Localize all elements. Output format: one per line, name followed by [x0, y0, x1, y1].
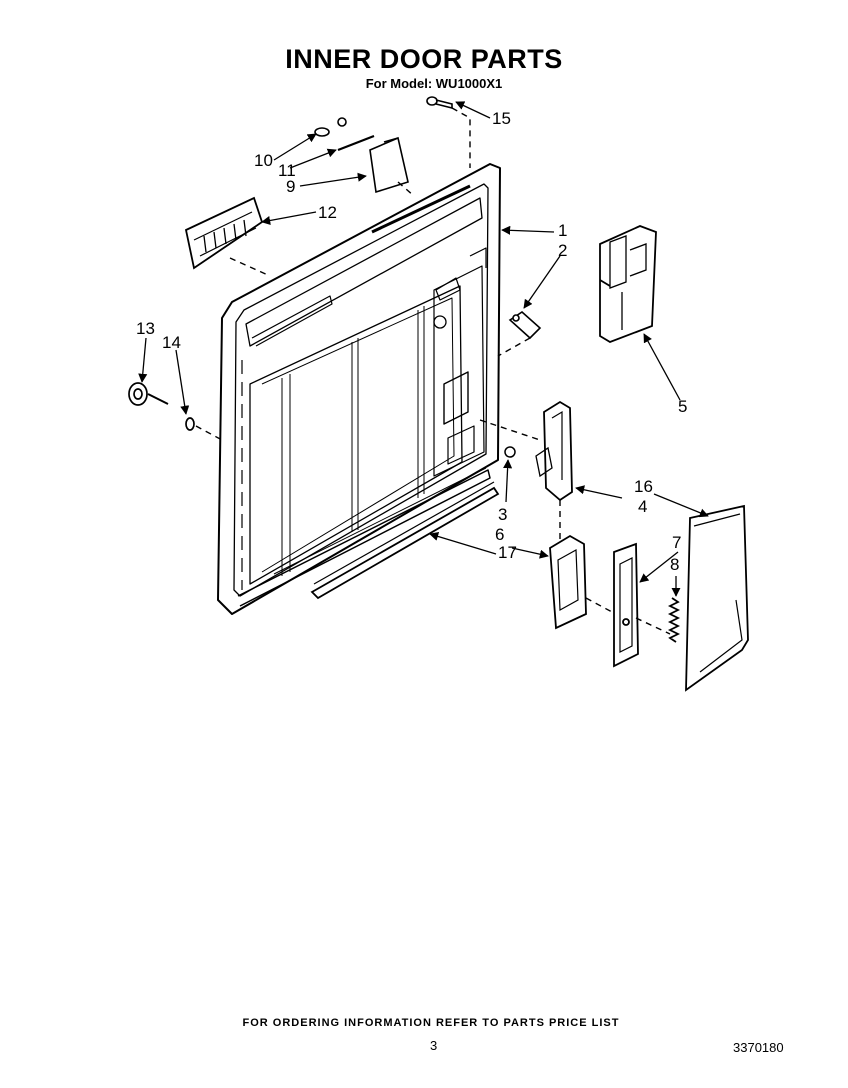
leader-lines — [138, 101, 709, 597]
callout-8: 8 — [670, 555, 679, 574]
small-hardware-cluster — [314, 117, 409, 194]
hinge-screw — [504, 446, 516, 458]
page-title: INNER DOOR PARTS — [285, 44, 563, 74]
screw-part — [426, 96, 453, 110]
inner-door-panel — [217, 163, 501, 615]
vent-cover — [184, 196, 264, 270]
callout-5: 5 — [678, 397, 687, 416]
callout-17: 17 — [498, 543, 517, 562]
lower-bracket — [549, 534, 587, 630]
spring — [667, 597, 681, 643]
callout-9: 9 — [286, 177, 295, 196]
connection-lines — [195, 107, 671, 635]
callout-7: 7 — [672, 533, 681, 552]
model-subtitle: For Model: WU1000X1 — [365, 76, 503, 91]
dispenser-module — [599, 225, 657, 343]
callout-13: 13 — [136, 319, 155, 338]
callout-15: 15 — [492, 109, 511, 128]
callout-labels: 1 2 3 4 5 6 7 8 9 10 11 12 13 14 15 16 1… — [136, 109, 687, 574]
slide-plate — [613, 542, 639, 668]
callout-12: 12 — [318, 203, 337, 222]
callout-3: 3 — [498, 505, 507, 524]
callout-1: 1 — [558, 221, 567, 240]
knob-assembly — [128, 382, 195, 431]
latch-bracket — [535, 400, 573, 502]
callout-11: 11 — [278, 161, 296, 180]
callout-10: 10 — [254, 151, 273, 170]
bottom-seal-strip — [310, 481, 500, 600]
callout-4: 4 — [638, 497, 647, 516]
ordering-note: FOR ORDERING INFORMATION REFER TO PARTS … — [242, 1017, 620, 1029]
document-number: 3370180 — [733, 1040, 784, 1055]
page-number: 3 — [430, 1038, 438, 1053]
callout-6: 6 — [495, 525, 504, 544]
side-panel — [685, 504, 749, 692]
latch-clip — [508, 310, 542, 340]
callout-14: 14 — [162, 333, 181, 352]
callout-2: 2 — [558, 241, 567, 260]
callout-16: 16 — [634, 477, 653, 496]
